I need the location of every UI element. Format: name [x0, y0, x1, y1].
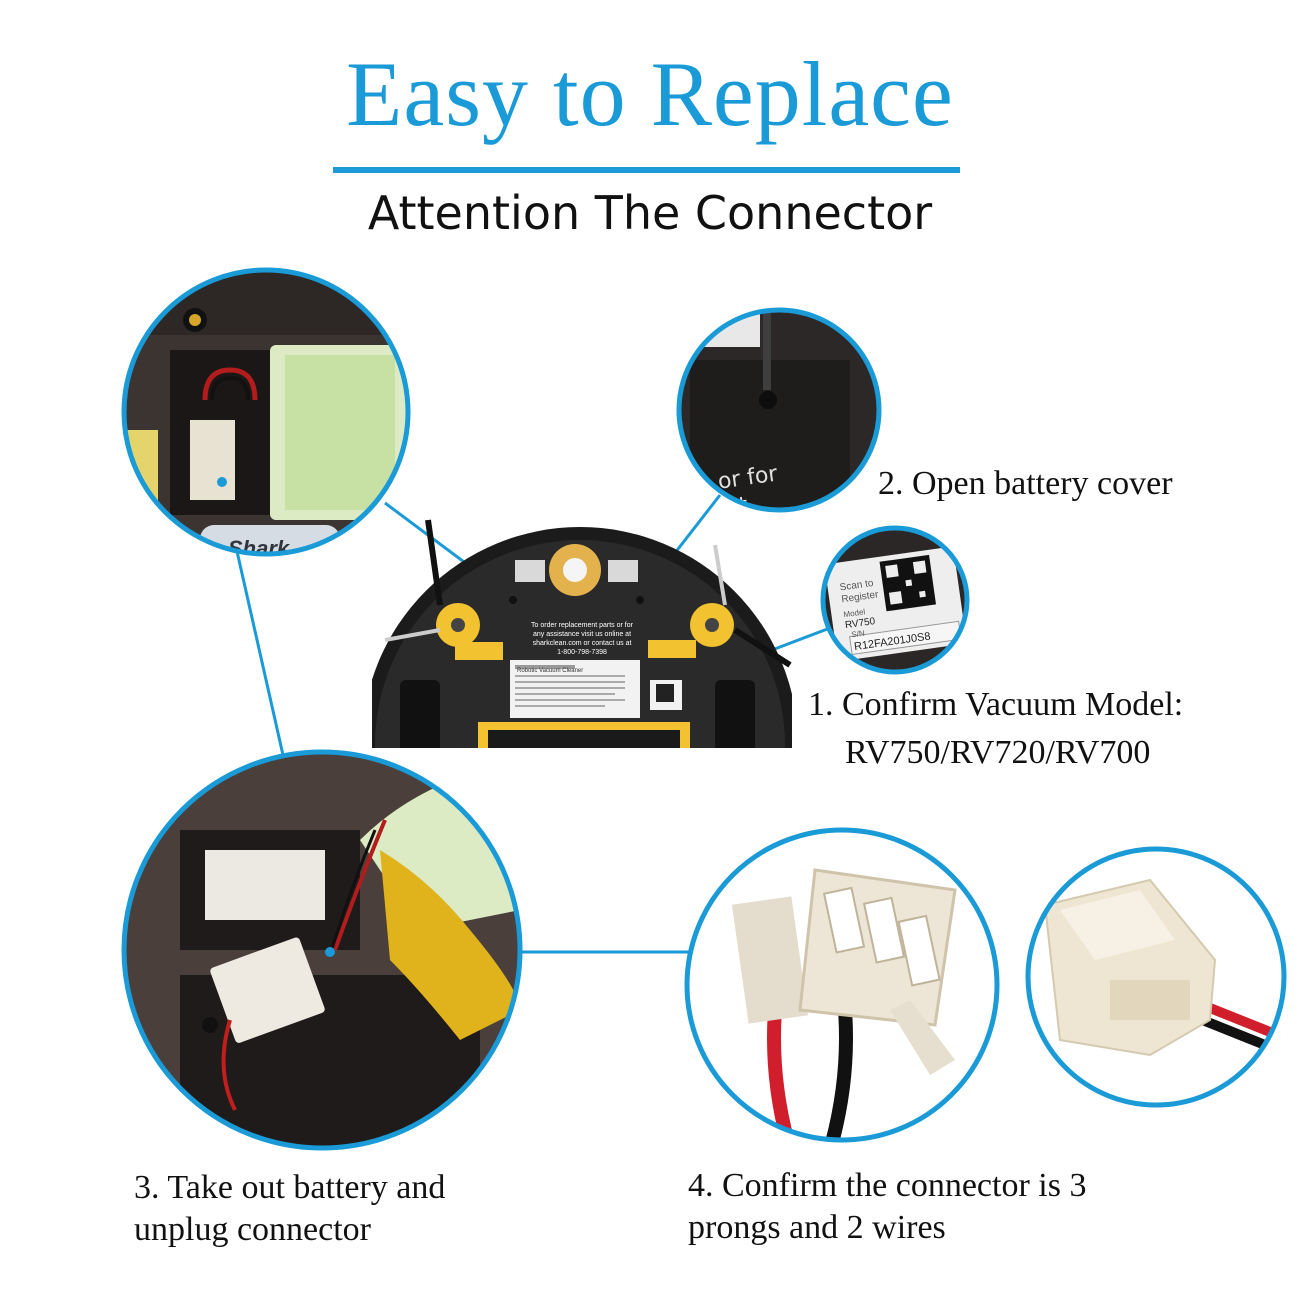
- model-label-key: Model: [843, 607, 866, 619]
- step-1-caption-line-2: RV750/RV720/RV700: [845, 734, 1151, 771]
- vacuum-text-line-1: To order replacement parts or for: [531, 622, 634, 629]
- shark-logo-text: Shark: [228, 536, 291, 561]
- robot-vacuum-photo: To order replacement parts or for any as…: [372, 519, 792, 748]
- serial-label-key: S/N: [851, 629, 866, 640]
- vacuum-text-line-4: 1-800-798-7398: [557, 649, 607, 656]
- unplug-connector-photo: [121, 749, 523, 1151]
- page-title: Easy to Replace: [346, 43, 954, 145]
- page-subtitle: Attention The Connector: [367, 186, 933, 240]
- vacuum-label-title: Robotic Vacuum Cleaner: [517, 668, 583, 674]
- scan-label-line-1: Scan to: [839, 578, 875, 594]
- battery-compartment-photo: Shark: [121, 267, 411, 561]
- step-3-caption-line-2: unplug connector: [134, 1211, 371, 1248]
- connector-front-photo: [684, 827, 1000, 1143]
- step-2-caption: 2. Open battery cover: [878, 465, 1173, 502]
- connector-side-photo: [1025, 846, 1287, 1108]
- title-underline: [333, 167, 960, 173]
- step-1-caption-line-1: 1. Confirm Vacuum Model:: [808, 686, 1184, 723]
- step-4-caption-line-1: 4. Confirm the connector is 3: [688, 1167, 1087, 1204]
- step-3-caption-line-1: 3. Take out battery and: [134, 1169, 446, 1206]
- model-label-value: RV750: [844, 616, 876, 631]
- vacuum-text-line-2: any assistance visit us online at: [533, 631, 631, 638]
- step-4-caption-line-2: prongs and 2 wires: [688, 1209, 946, 1246]
- battery-cover-photo: or for e at: [676, 307, 882, 513]
- model-label-photo: Scan to Register Model RV750 S/N R12FA20…: [820, 525, 970, 675]
- scan-label-line-2: Register: [841, 589, 880, 605]
- vacuum-text-line-3: sharkclean.com or contact us at: [533, 640, 632, 647]
